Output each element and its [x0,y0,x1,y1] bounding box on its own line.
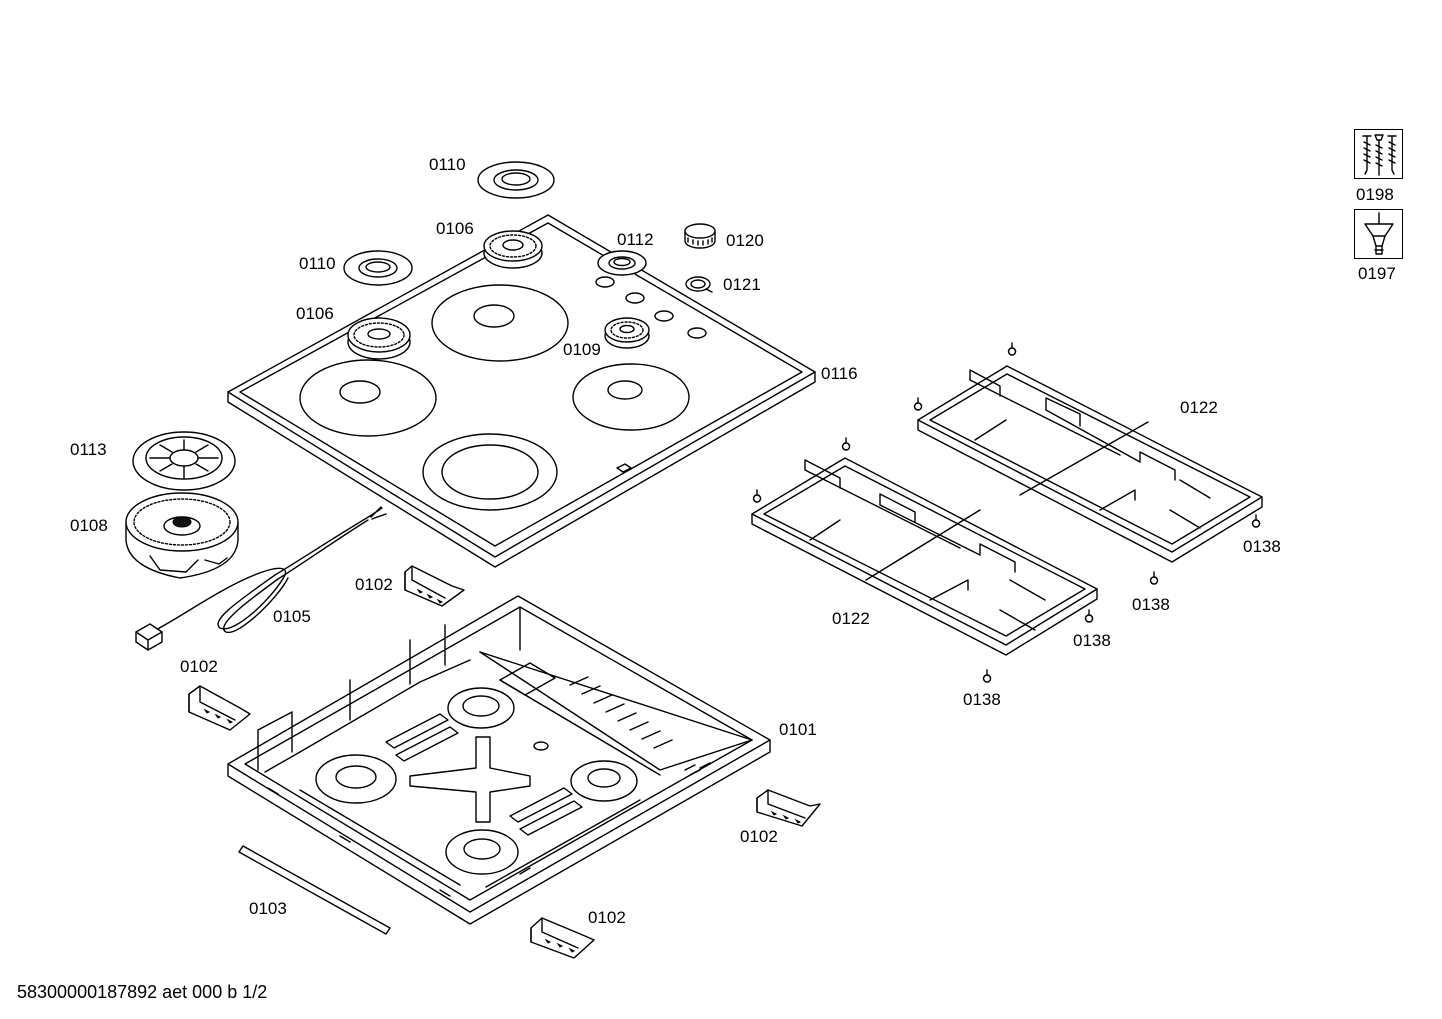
seal-strip-0103 [238,845,391,935]
screwdriver-insert-icon [1354,209,1403,259]
burner-ring-0113 [132,431,236,491]
control-knob-0120 [684,223,716,249]
label-0197: 0197 [1358,264,1396,283]
bracket-0102-left [188,685,251,731]
burner-head-0109 [604,317,650,349]
label-0103: 0103 [249,899,287,918]
cooktop-plate [227,214,816,568]
cable-0105 [135,506,387,651]
label-0102-bottom: 0102 [588,908,626,927]
base-tray-0101 [227,595,771,925]
label-0106-left: 0106 [296,304,334,323]
label-0138-d: 0138 [963,690,1001,709]
burner-head-0106-left [347,317,411,360]
pan-support-0122-right [917,365,1263,563]
label-0138-b: 0138 [1132,595,1170,614]
label-0101: 0101 [779,720,817,739]
label-0106-top: 0106 [436,219,474,238]
label-0120: 0120 [726,231,764,250]
label-0116: 0116 [821,364,858,383]
label-0109: 0109 [563,340,601,359]
label-0138-a: 0138 [1243,537,1281,556]
label-0105: 0105 [273,607,311,626]
burner-base-0108 [125,492,239,579]
label-0112: 0112 [617,230,654,249]
document-footer: 58300000187892 aet 000 b 1/2 [17,982,268,1002]
label-0122-right: 0122 [1180,398,1218,417]
label-0121: 0121 [723,275,761,294]
bracket-0102-bottom [530,917,595,959]
label-0110-top: 0110 [429,155,466,174]
burner-ring-0112 [597,250,647,276]
bracket-0102-upper [404,565,465,607]
label-0102-upper: 0102 [355,575,393,594]
label-0113: 0113 [70,440,107,459]
burner-ring-0110-top [477,161,555,199]
screw-set-icon [1354,129,1403,179]
knob-clip-0121 [685,276,713,293]
label-0102-left: 0102 [180,657,218,676]
label-0110-left: 0110 [299,254,336,273]
rubber-foot-0138 [752,342,1261,683]
pan-support-0122-left [751,457,1098,656]
label-0138-c: 0138 [1073,631,1111,650]
label-0108: 0108 [70,516,108,535]
burner-head-0106-top [483,230,543,269]
bracket-0102-right [756,789,821,827]
burner-ring-0110-left [343,250,413,286]
label-0122-left: 0122 [832,609,870,628]
label-0102-right: 0102 [740,827,778,846]
label-0198: 0198 [1356,185,1394,204]
